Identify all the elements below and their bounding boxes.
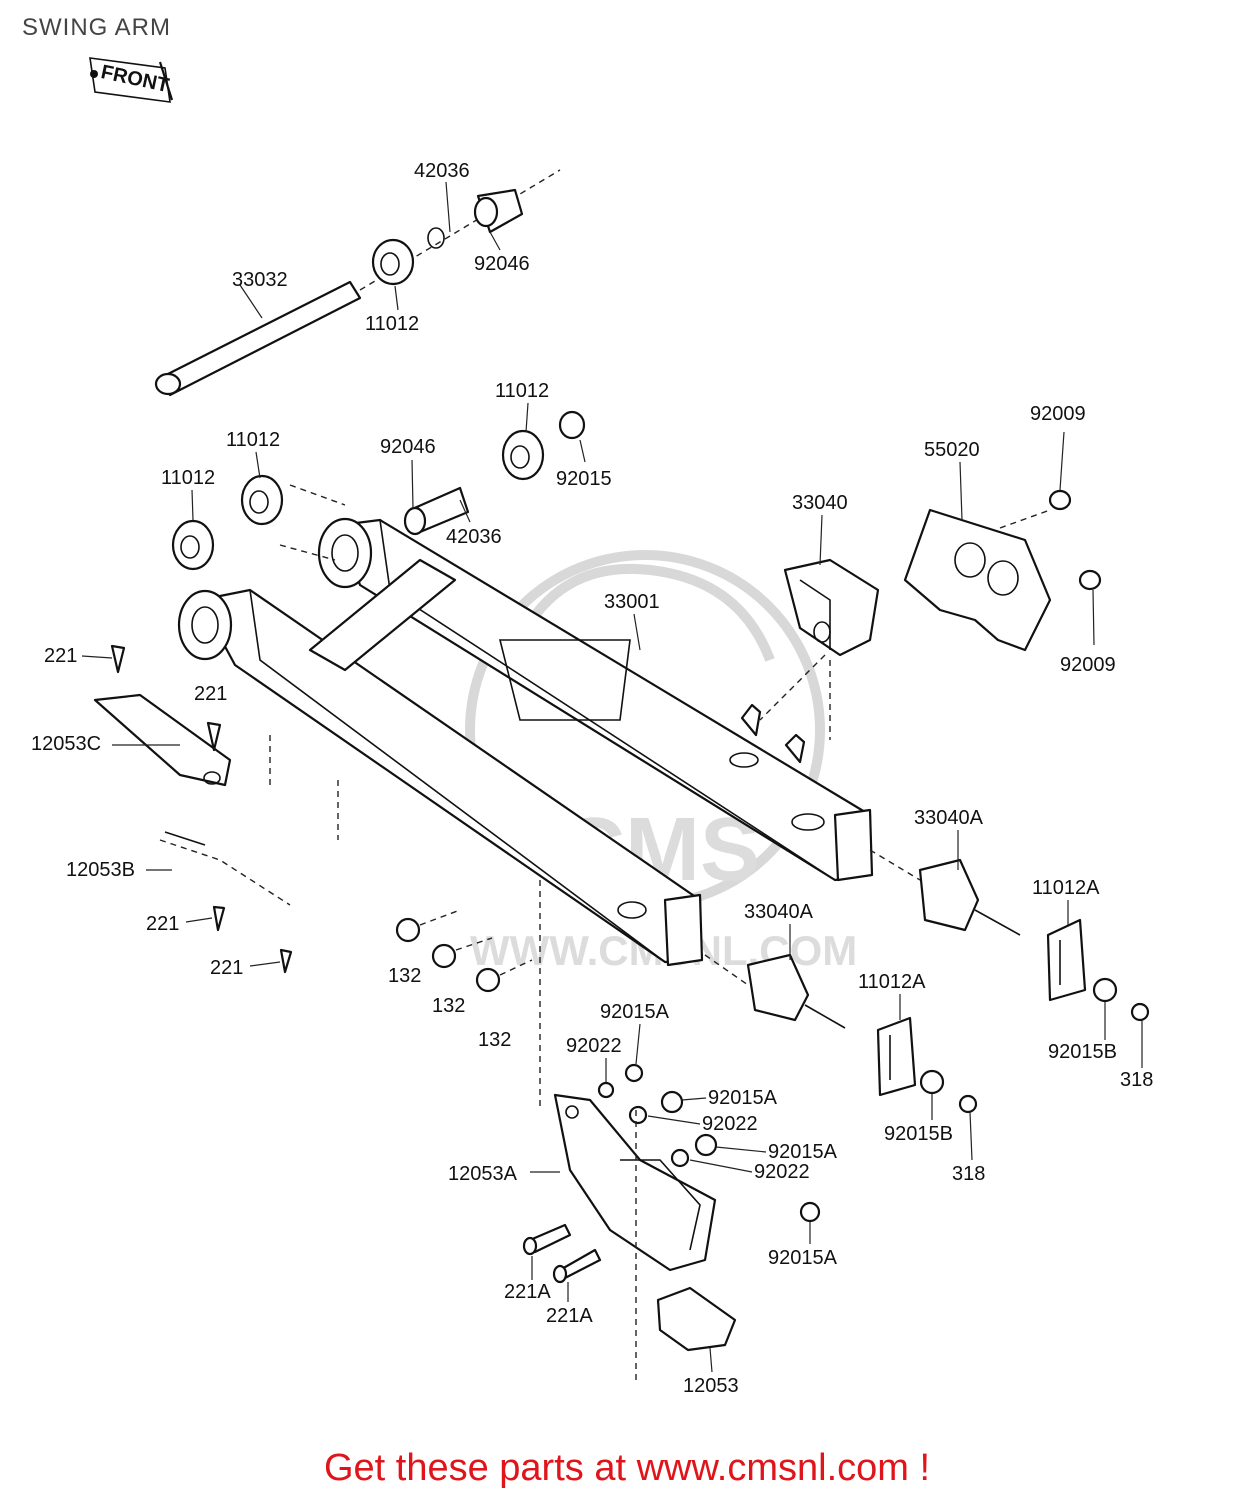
top-bushing-11012 — [371, 238, 415, 286]
label-12053a: 12053A — [448, 1163, 518, 1185]
mid-bushing-right — [501, 410, 586, 481]
label-33040a-right: 33040A — [914, 807, 984, 829]
label-221-c: 221 — [146, 913, 179, 935]
label-11012-right: 11012 — [495, 380, 549, 402]
label-132-a: 132 — [388, 965, 421, 987]
bracket-33040 — [759, 558, 880, 740]
label-221-b: 221 — [194, 683, 227, 705]
label-12053: 12053 — [683, 1375, 739, 1397]
label-221a-1: 221A — [504, 1281, 551, 1303]
label-92015b-right: 92015B — [1048, 1041, 1117, 1063]
chain-guide-12053a — [539, 880, 717, 1272]
guide-12053c — [93, 644, 232, 787]
label-55020: 55020 — [924, 439, 980, 461]
label-92015a-4: 92015A — [768, 1247, 838, 1269]
guard-12053 — [635, 1110, 737, 1380]
plate-11012a-left — [876, 1016, 917, 1097]
label-42036-mid: 42036 — [446, 526, 502, 548]
label-92022-2: 92022 — [702, 1113, 758, 1135]
mid-bushing-left — [171, 519, 215, 571]
label-318-left: 318 — [952, 1163, 985, 1185]
label-42036-top: 42036 — [414, 160, 470, 182]
block-33040a-right — [869, 849, 1021, 936]
label-132-c: 132 — [478, 1029, 511, 1051]
label-92022-3: 92022 — [754, 1161, 810, 1183]
label-11012-top: 11012 — [365, 313, 419, 335]
bolt-92009-bottom — [1078, 569, 1102, 646]
label-12053b: 12053B — [66, 859, 135, 881]
label-92009-top: 92009 — [1030, 403, 1086, 425]
bolt-92009-top — [1048, 431, 1072, 511]
label-92015a-3: 92015A — [768, 1141, 838, 1163]
label-11012-midleft: 11012 — [226, 429, 280, 451]
top-sleeve-42036 — [427, 188, 524, 249]
footer-promo: Get these parts at www.cmsnl.com ! — [323, 1447, 931, 1489]
label-11012-left: 11012 — [161, 467, 215, 489]
label-92015a-2: 92015A — [708, 1087, 778, 1109]
label-92046-top: 92046 — [474, 253, 530, 275]
plate-55020 — [903, 508, 1052, 652]
label-92015: 92015 — [556, 468, 612, 490]
guide-12053b — [159, 831, 293, 974]
nuts-92015a — [597, 1063, 821, 1223]
label-33032: 33032 — [232, 269, 288, 291]
label-12053c: 12053C — [31, 733, 101, 755]
label-92015a-1: 92015A — [600, 1001, 670, 1023]
label-33001: 33001 — [604, 591, 660, 613]
front-marker: FRONT — [89, 57, 174, 103]
plate-11012a-right — [1046, 918, 1087, 1002]
front-dot — [90, 70, 98, 78]
page-title: SWING ARM — [22, 14, 172, 41]
label-33040: 33040 — [792, 492, 848, 514]
bolts-221a — [522, 1223, 602, 1284]
label-11012a-left: 11012A — [858, 971, 926, 993]
label-92046-mid: 92046 — [380, 436, 436, 458]
mid-sleeve-42036 — [403, 486, 470, 536]
label-221a-2: 221A — [546, 1305, 593, 1327]
label-33040a-left: 33040A — [744, 901, 814, 923]
label-221-d: 221 — [210, 957, 243, 979]
bushing-132 — [395, 909, 533, 993]
washers-92015b-318 — [919, 977, 1150, 1114]
label-132-b: 132 — [432, 995, 465, 1017]
label-11012a-right: 11012A — [1032, 877, 1100, 899]
label-221-a: 221 — [44, 645, 77, 667]
label-92009-bottom: 92009 — [1060, 654, 1116, 676]
pivot-shaft — [154, 280, 362, 397]
label-92015b-left: 92015B — [884, 1123, 953, 1145]
block-33040a-left — [704, 953, 846, 1029]
swing-arm-33001 — [177, 517, 874, 967]
label-318-right: 318 — [1120, 1069, 1153, 1091]
label-92022-1: 92022 — [566, 1035, 622, 1057]
leader-lines — [81, 181, 1143, 1373]
part-labels: 42036 92046 33032 11012 11012 11012 1101… — [31, 160, 1153, 1397]
mid-bushing-midleft — [240, 474, 284, 526]
